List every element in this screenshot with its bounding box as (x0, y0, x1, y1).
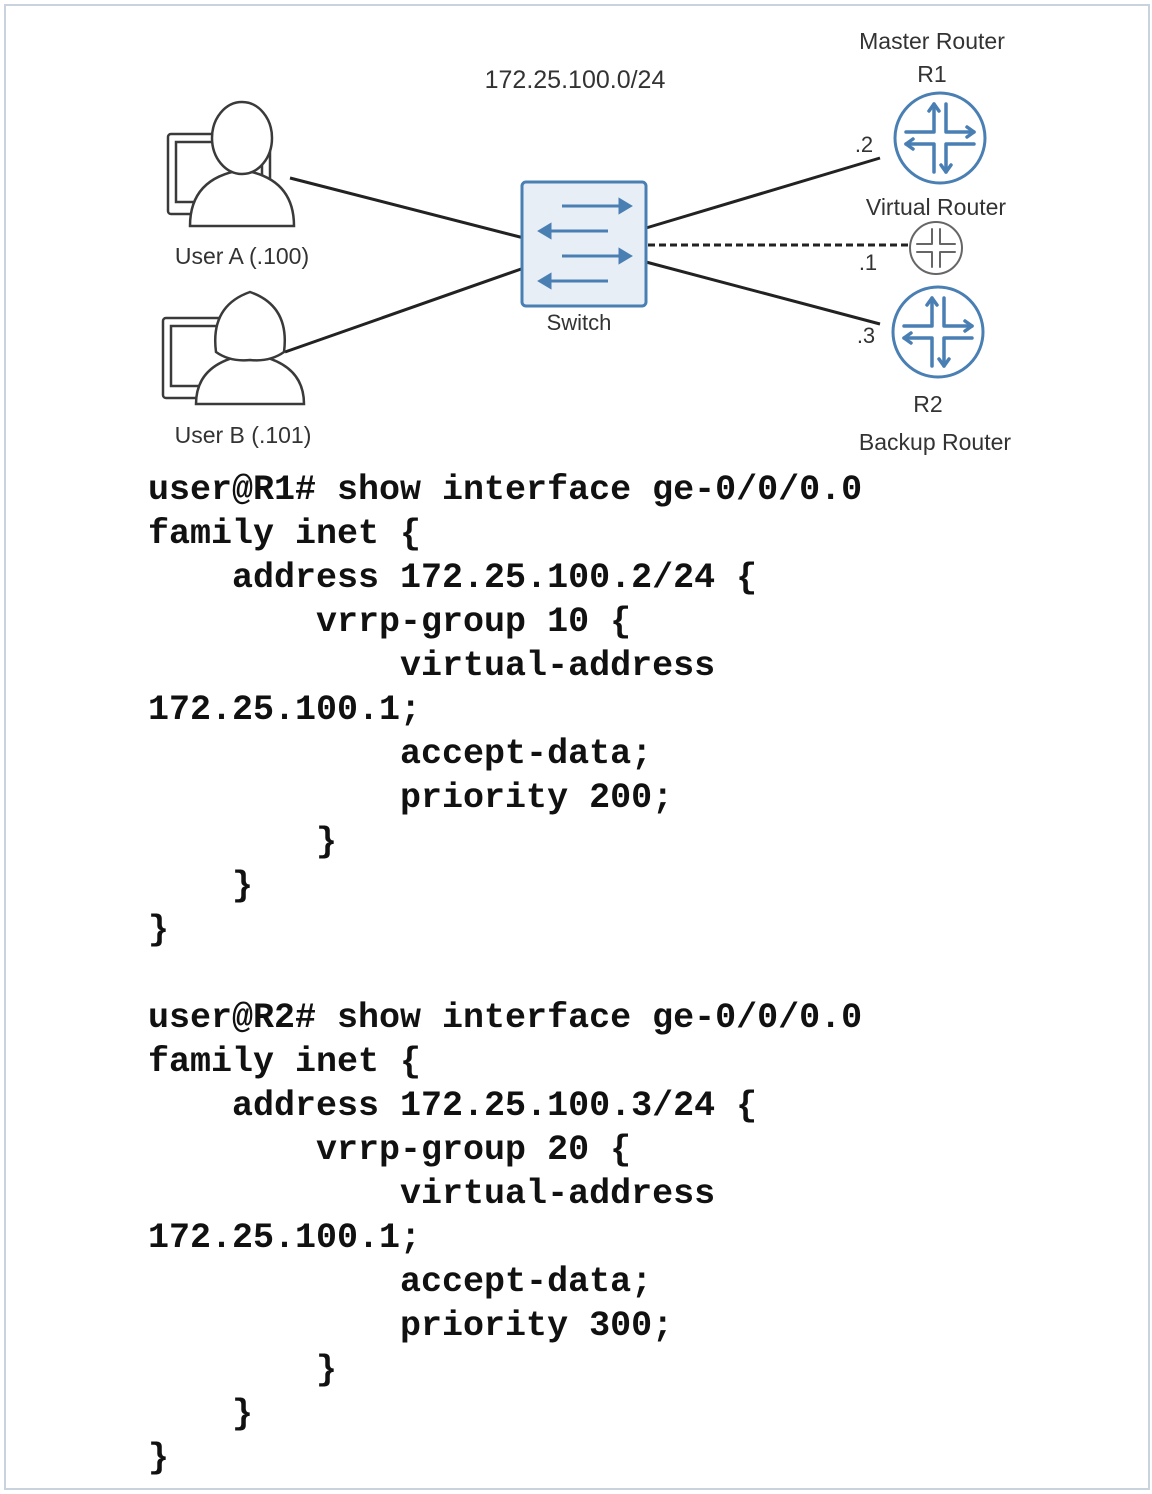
r1-config-line: priority 200; (148, 778, 674, 818)
r2-config-line: accept-data; (148, 1262, 653, 1302)
r1-config-line: virtual-address (148, 646, 716, 686)
link-switch-r1 (645, 156, 881, 230)
r1-config-line: user@R1# show interface ge-0/0/0.0 (148, 470, 863, 510)
r1-config-line: } (148, 910, 170, 950)
r1-config-line: } (148, 822, 338, 862)
router-r2-icon (891, 285, 985, 379)
user-a-label: User A (.100) (175, 243, 309, 269)
r1-name-label: R1 (917, 61, 946, 87)
user-b-label: User B (.101) (175, 422, 312, 448)
r2-host-label: .3 (857, 323, 875, 348)
r2-config-line: family inet { (148, 1042, 422, 1082)
r1-config-line: vrrp-group 10 { (148, 602, 632, 642)
r2-config-line: address 172.25.100.3/24 { (148, 1086, 758, 1126)
r2-config-line: virtual-address (148, 1174, 716, 1214)
r2-config-line: priority 300; (148, 1306, 674, 1346)
user-a-icon (166, 100, 296, 228)
virtual-router-icon (909, 221, 963, 275)
r2-config-line: } (148, 1394, 254, 1434)
r2-name-label: R2 (913, 391, 942, 417)
blank-line (148, 952, 862, 996)
link-user-b-switch (284, 266, 525, 354)
r1-config-line: accept-data; (148, 734, 653, 774)
r1-config-line: address 172.25.100.2/24 { (148, 558, 758, 598)
r2-config-line: vrrp-group 20 { (148, 1130, 632, 1170)
r2-config-block: user@R2# show interface ge-0/0/0.0 famil… (148, 996, 862, 1480)
switch-icon (520, 180, 648, 308)
r2-role-label: Backup Router (859, 429, 1011, 455)
r2-config-line: } (148, 1350, 338, 1390)
r2-config-line: 172.25.100.1; (148, 1218, 422, 1258)
router-r1-icon (893, 91, 987, 185)
r1-config-line: family inet { (148, 514, 422, 554)
network-diagram: 172.25.100.0/24 User A (.100) User B (.1… (161, 28, 1011, 455)
r1-host-label: .2 (855, 132, 873, 157)
virtual-router-label: Virtual Router (866, 194, 1007, 220)
virtual-host-label: .1 (859, 250, 877, 275)
r2-config-line: } (148, 1438, 170, 1478)
r1-role-label: Master Router (859, 28, 1005, 54)
r1-config-line: 172.25.100.1; (148, 690, 422, 730)
r1-config-block: user@R1# show interface ge-0/0/0.0 famil… (148, 468, 862, 952)
r2-config-line: user@R2# show interface ge-0/0/0.0 (148, 998, 863, 1038)
r1-config-line: } (148, 866, 254, 906)
subnet-label: 172.25.100.0/24 (485, 66, 666, 94)
config-listing: user@R1# show interface ge-0/0/0.0 famil… (148, 468, 862, 1480)
link-switch-r2 (645, 260, 881, 326)
user-b-icon (161, 290, 306, 406)
link-user-a-switch (289, 176, 525, 240)
switch-label: Switch (547, 310, 612, 335)
